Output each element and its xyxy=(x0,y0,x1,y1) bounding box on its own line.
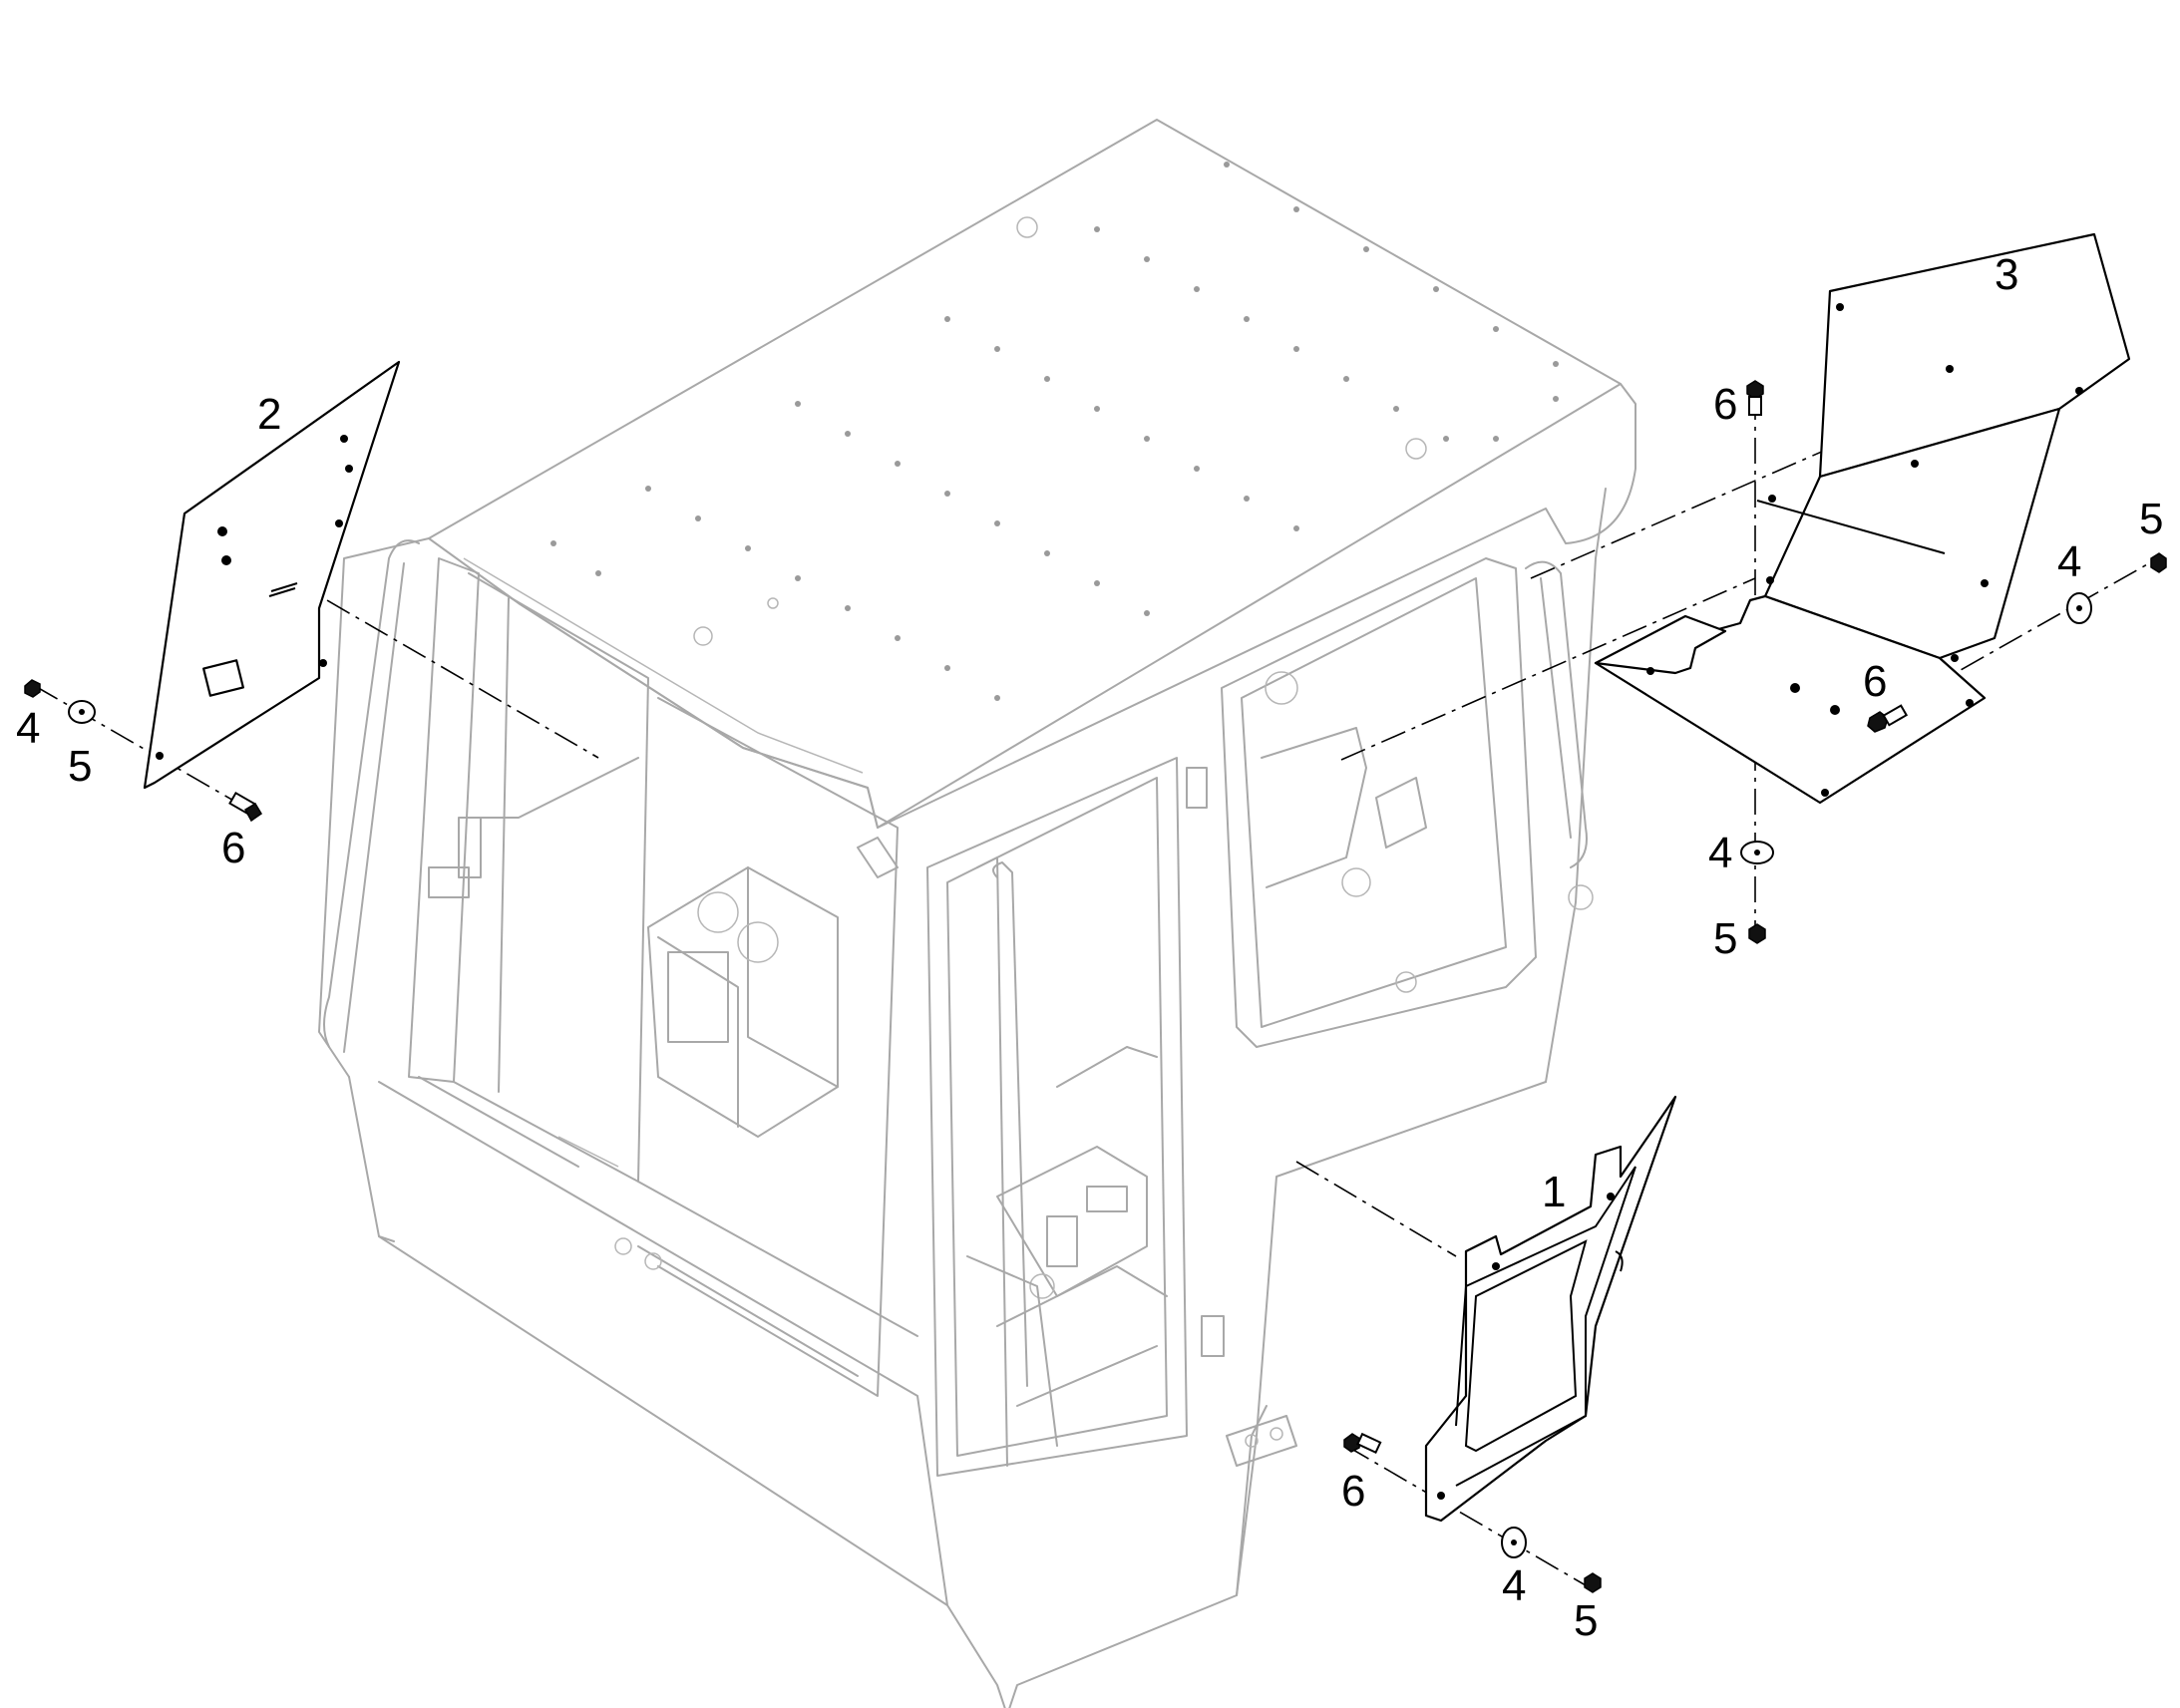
hex-nut-icon xyxy=(24,679,41,698)
callout-panel-1-nut: 5 xyxy=(1574,1596,1598,1645)
callout-panel-3: 3 xyxy=(1995,250,2018,299)
panel-1-hardware xyxy=(1343,1432,1602,1593)
cab-front-door-frame xyxy=(408,557,480,1083)
washer-icon xyxy=(1740,841,1774,864)
callout-panel-1-bolt: 6 xyxy=(1341,1467,1365,1516)
roof-rivets xyxy=(550,162,1559,701)
callout-panel-3-side-washer: 4 xyxy=(2057,537,2081,586)
callout-panel-2-washer: 5 xyxy=(68,742,92,791)
callout-panel-1: 1 xyxy=(1542,1168,1566,1216)
callout-panel-1-washer: 4 xyxy=(1502,1561,1526,1610)
panel-2[interactable] xyxy=(143,360,401,790)
callout-panel-2-nut: 4 xyxy=(16,704,40,753)
callout-panel-2: 2 xyxy=(257,390,281,439)
operator-cab xyxy=(318,119,1636,1708)
cab-body xyxy=(348,1076,1006,1708)
bolt-icon xyxy=(228,791,263,823)
cab-side-door xyxy=(926,757,1188,1477)
washer-icon xyxy=(2066,592,2092,624)
hex-nut-icon xyxy=(1748,923,1766,944)
cab-right-window xyxy=(1221,557,1537,1048)
panel-3[interactable] xyxy=(1594,232,2131,805)
panel-1[interactable] xyxy=(1424,1095,1677,1523)
cab-console xyxy=(647,866,839,1138)
callout-panel-3-bottom-washer: 4 xyxy=(1708,829,1732,877)
bolt-icon xyxy=(1746,380,1764,416)
callout-panel-3-side-nut: 5 xyxy=(2139,495,2163,543)
bolt-icon xyxy=(1343,1432,1382,1454)
callout-labels: 2 4 5 6 3 6 4 5 6 4 5 1 6 4 5 xyxy=(16,250,2163,1645)
callout-panel-3-top-bolt: 6 xyxy=(1713,380,1737,429)
bolt-icon xyxy=(1867,704,1909,733)
hex-nut-icon xyxy=(1584,1572,1602,1593)
callout-panel-3-side-bolt: 6 xyxy=(1863,657,1887,706)
washer-icon xyxy=(68,700,96,724)
cab-roof xyxy=(428,119,1636,829)
panel-2-hardware xyxy=(24,679,263,823)
callout-panel-3-bottom-nut: 5 xyxy=(1713,914,1737,963)
washer-icon xyxy=(1501,1527,1527,1558)
callout-panel-2-bolt: 6 xyxy=(221,824,245,872)
panel-3-hardware xyxy=(1740,380,2167,944)
hex-nut-icon xyxy=(2150,552,2167,573)
